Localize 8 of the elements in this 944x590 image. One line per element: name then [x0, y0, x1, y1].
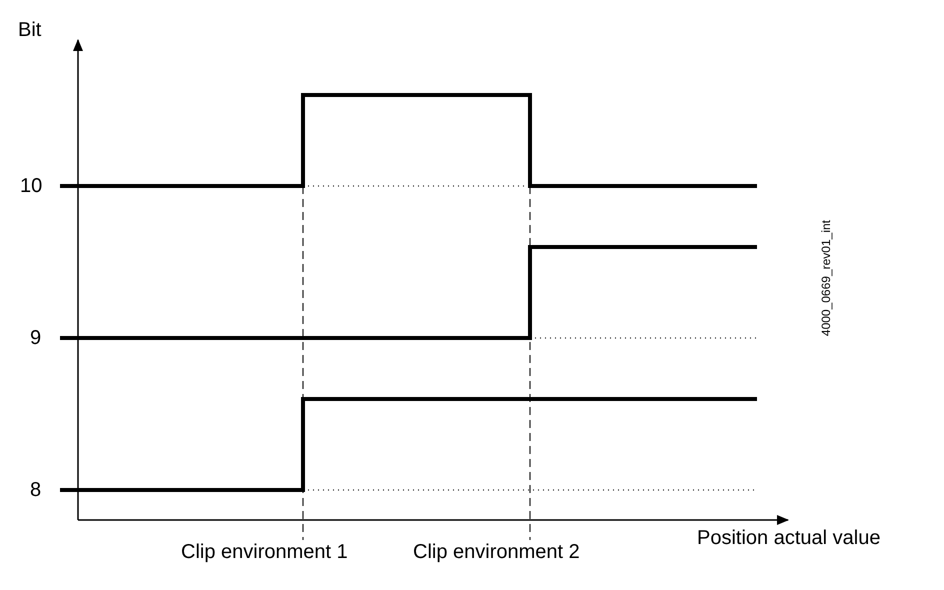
tick-label: 9 [30, 328, 42, 348]
tick-label: 10 [20, 176, 42, 196]
axis-label: Position actual value [697, 528, 880, 548]
marker-label: Clip environment 2 [413, 542, 580, 562]
drawing-number: 4000_0669_rev01_int [820, 220, 832, 336]
axis-label: Bit [18, 20, 42, 40]
tick-label: 8 [30, 480, 42, 500]
marker-label: Clip environment 1 [181, 542, 348, 562]
